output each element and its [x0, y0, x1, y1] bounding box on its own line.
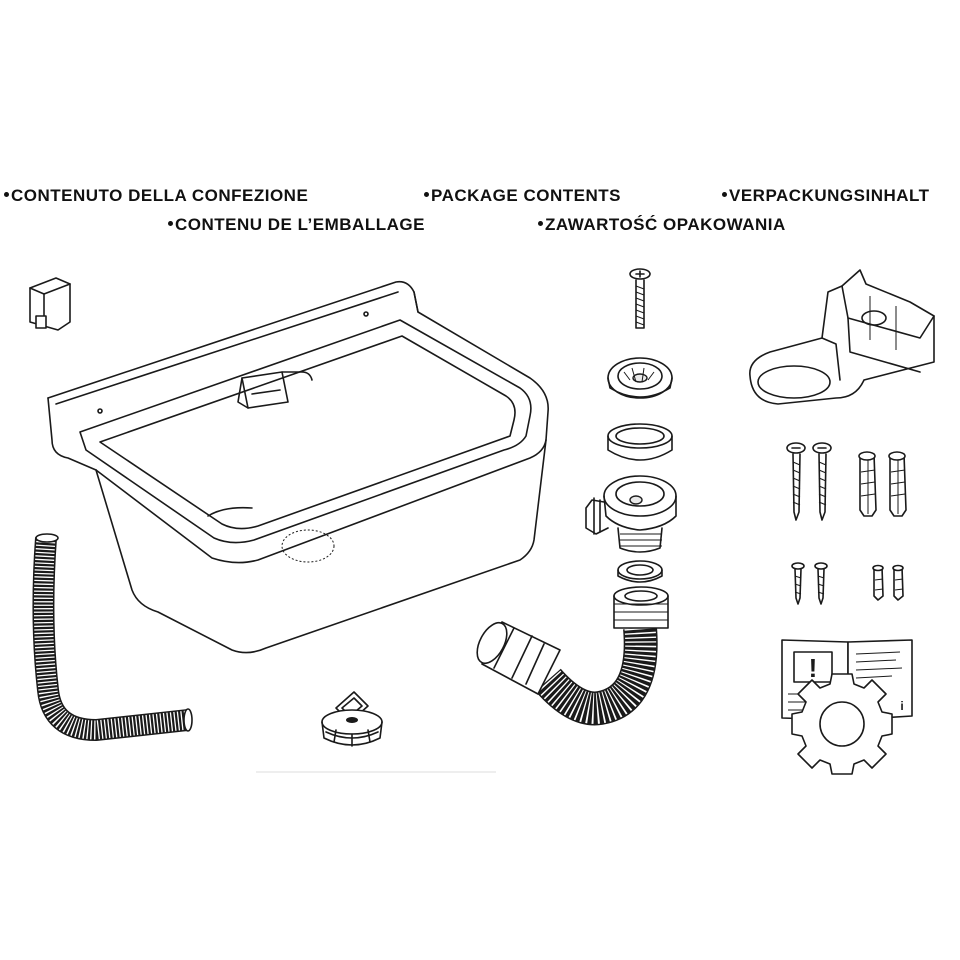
- drain-stopper: [322, 692, 382, 746]
- small-screws: [792, 563, 827, 604]
- flexible-drain-hose: [36, 534, 192, 731]
- heading-italian: CONTENUTO DELLA CONFEZIONE: [4, 186, 308, 206]
- washtub: [48, 282, 548, 653]
- strainer-grate: [608, 358, 672, 398]
- heading-french: CONTENU DE L’EMBALLAGE: [168, 215, 425, 235]
- rubber-gasket-ring: [608, 424, 672, 460]
- warning-icon: !: [809, 653, 818, 683]
- large-wall-plugs: [859, 452, 906, 516]
- heading-german: VERPACKUNGSINHALT: [722, 186, 930, 206]
- small-wall-plugs: [873, 566, 903, 601]
- heading-polish: ZAWARTOŚĆ OPAKOWANIA: [538, 215, 786, 235]
- wall-clip: [30, 278, 70, 330]
- small-washer: [618, 561, 662, 582]
- drain-body: [586, 476, 676, 552]
- wall-bracket: [750, 270, 934, 404]
- machine-screw: [630, 269, 650, 328]
- instruction-leaflet: ! i: [782, 640, 912, 774]
- info-icon: i: [900, 699, 903, 713]
- large-wood-screws: [787, 443, 831, 520]
- siphon-trap: [471, 587, 668, 708]
- heading-english: PACKAGE CONTENTS: [424, 186, 621, 206]
